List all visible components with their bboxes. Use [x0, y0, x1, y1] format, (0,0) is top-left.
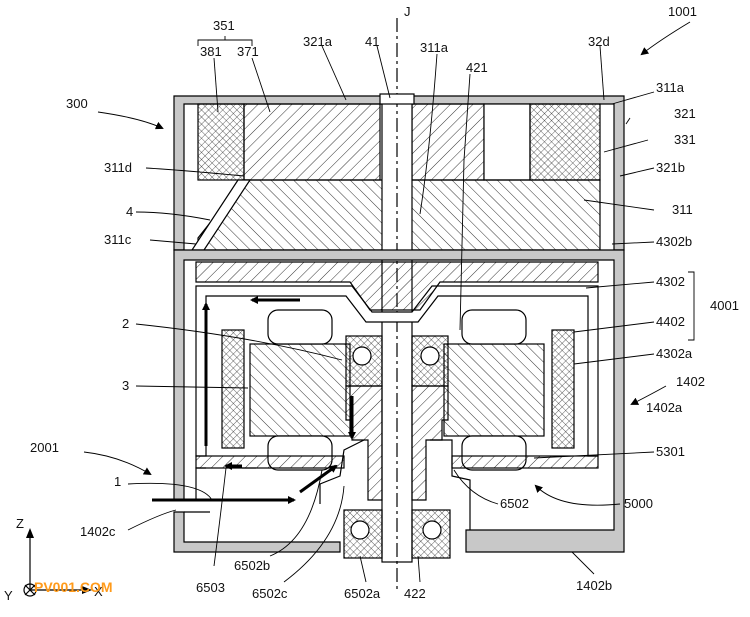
label-32d: 32d	[588, 34, 610, 49]
coil-right	[551, 329, 575, 449]
label-Z: Z	[16, 516, 24, 531]
label-1402: 1402	[676, 374, 705, 389]
label-371: 371	[237, 44, 259, 59]
gap-block	[483, 103, 531, 181]
label-4302: 4302	[656, 274, 685, 289]
label-5301: 5301	[656, 444, 685, 459]
label-4302a: 4302a	[656, 346, 693, 361]
callout-arrows	[83, 21, 691, 506]
label-321b: 321b	[656, 160, 685, 175]
label-331: 331	[674, 132, 696, 147]
label-311a-right: 311a	[656, 80, 685, 95]
stator-right	[443, 343, 545, 437]
labels: 351 381 371 321a 41 J 311a 421 32d 1001 …	[4, 4, 739, 603]
label-6502c: 6502c	[252, 586, 288, 601]
magnet-331	[529, 103, 601, 181]
label-1: 1	[114, 474, 121, 489]
label-4001: 4001	[710, 298, 739, 313]
impeller-371	[243, 103, 381, 181]
label-1001: 1001	[668, 4, 697, 19]
label-2001: 2001	[30, 440, 59, 455]
label-1402a: 1402a	[646, 400, 683, 415]
label-381: 381	[200, 44, 222, 59]
label-5000: 5000	[624, 496, 653, 511]
label-311a-top: 311a	[420, 40, 449, 55]
label-J: J	[404, 4, 411, 19]
leader-lines	[127, 45, 655, 583]
axis-glyph	[23, 528, 92, 597]
label-311d: 311d	[104, 160, 132, 175]
label-3: 3	[122, 378, 129, 393]
label-X: X	[94, 584, 103, 599]
label-6503: 6503	[196, 580, 225, 595]
label-6502: 6502	[500, 496, 529, 511]
label-6502b: 6502b	[234, 558, 270, 573]
bearing-lower	[343, 509, 451, 559]
label-321a: 321a	[303, 34, 333, 49]
label-311: 311	[672, 202, 693, 217]
label-Y: Y	[4, 588, 13, 603]
watermark: PV001.COM	[34, 579, 113, 595]
label-1402c: 1402c	[80, 524, 116, 539]
label-300: 300	[66, 96, 88, 111]
coil-left	[221, 329, 245, 449]
label-41: 41	[365, 34, 379, 49]
magnet-381	[197, 103, 245, 181]
plate-4302b	[195, 261, 599, 311]
label-1402b: 1402b	[576, 578, 612, 593]
label-4: 4	[126, 204, 133, 219]
shaft	[379, 18, 415, 590]
label-4302b: 4302b	[656, 234, 692, 249]
label-321: 321	[674, 106, 696, 121]
label-6502a: 6502a	[344, 586, 381, 601]
label-2: 2	[122, 316, 129, 331]
bracket-4001	[688, 271, 695, 341]
lower-housing	[173, 249, 625, 559]
label-311c: 311c	[104, 232, 132, 247]
label-422: 422	[404, 586, 426, 601]
flow-arrows	[152, 296, 356, 504]
label-421: 421	[466, 60, 488, 75]
label-4402: 4402	[656, 314, 685, 329]
bearing-upper	[345, 335, 449, 387]
impeller-right	[411, 103, 485, 181]
label-351: 351	[213, 18, 235, 33]
